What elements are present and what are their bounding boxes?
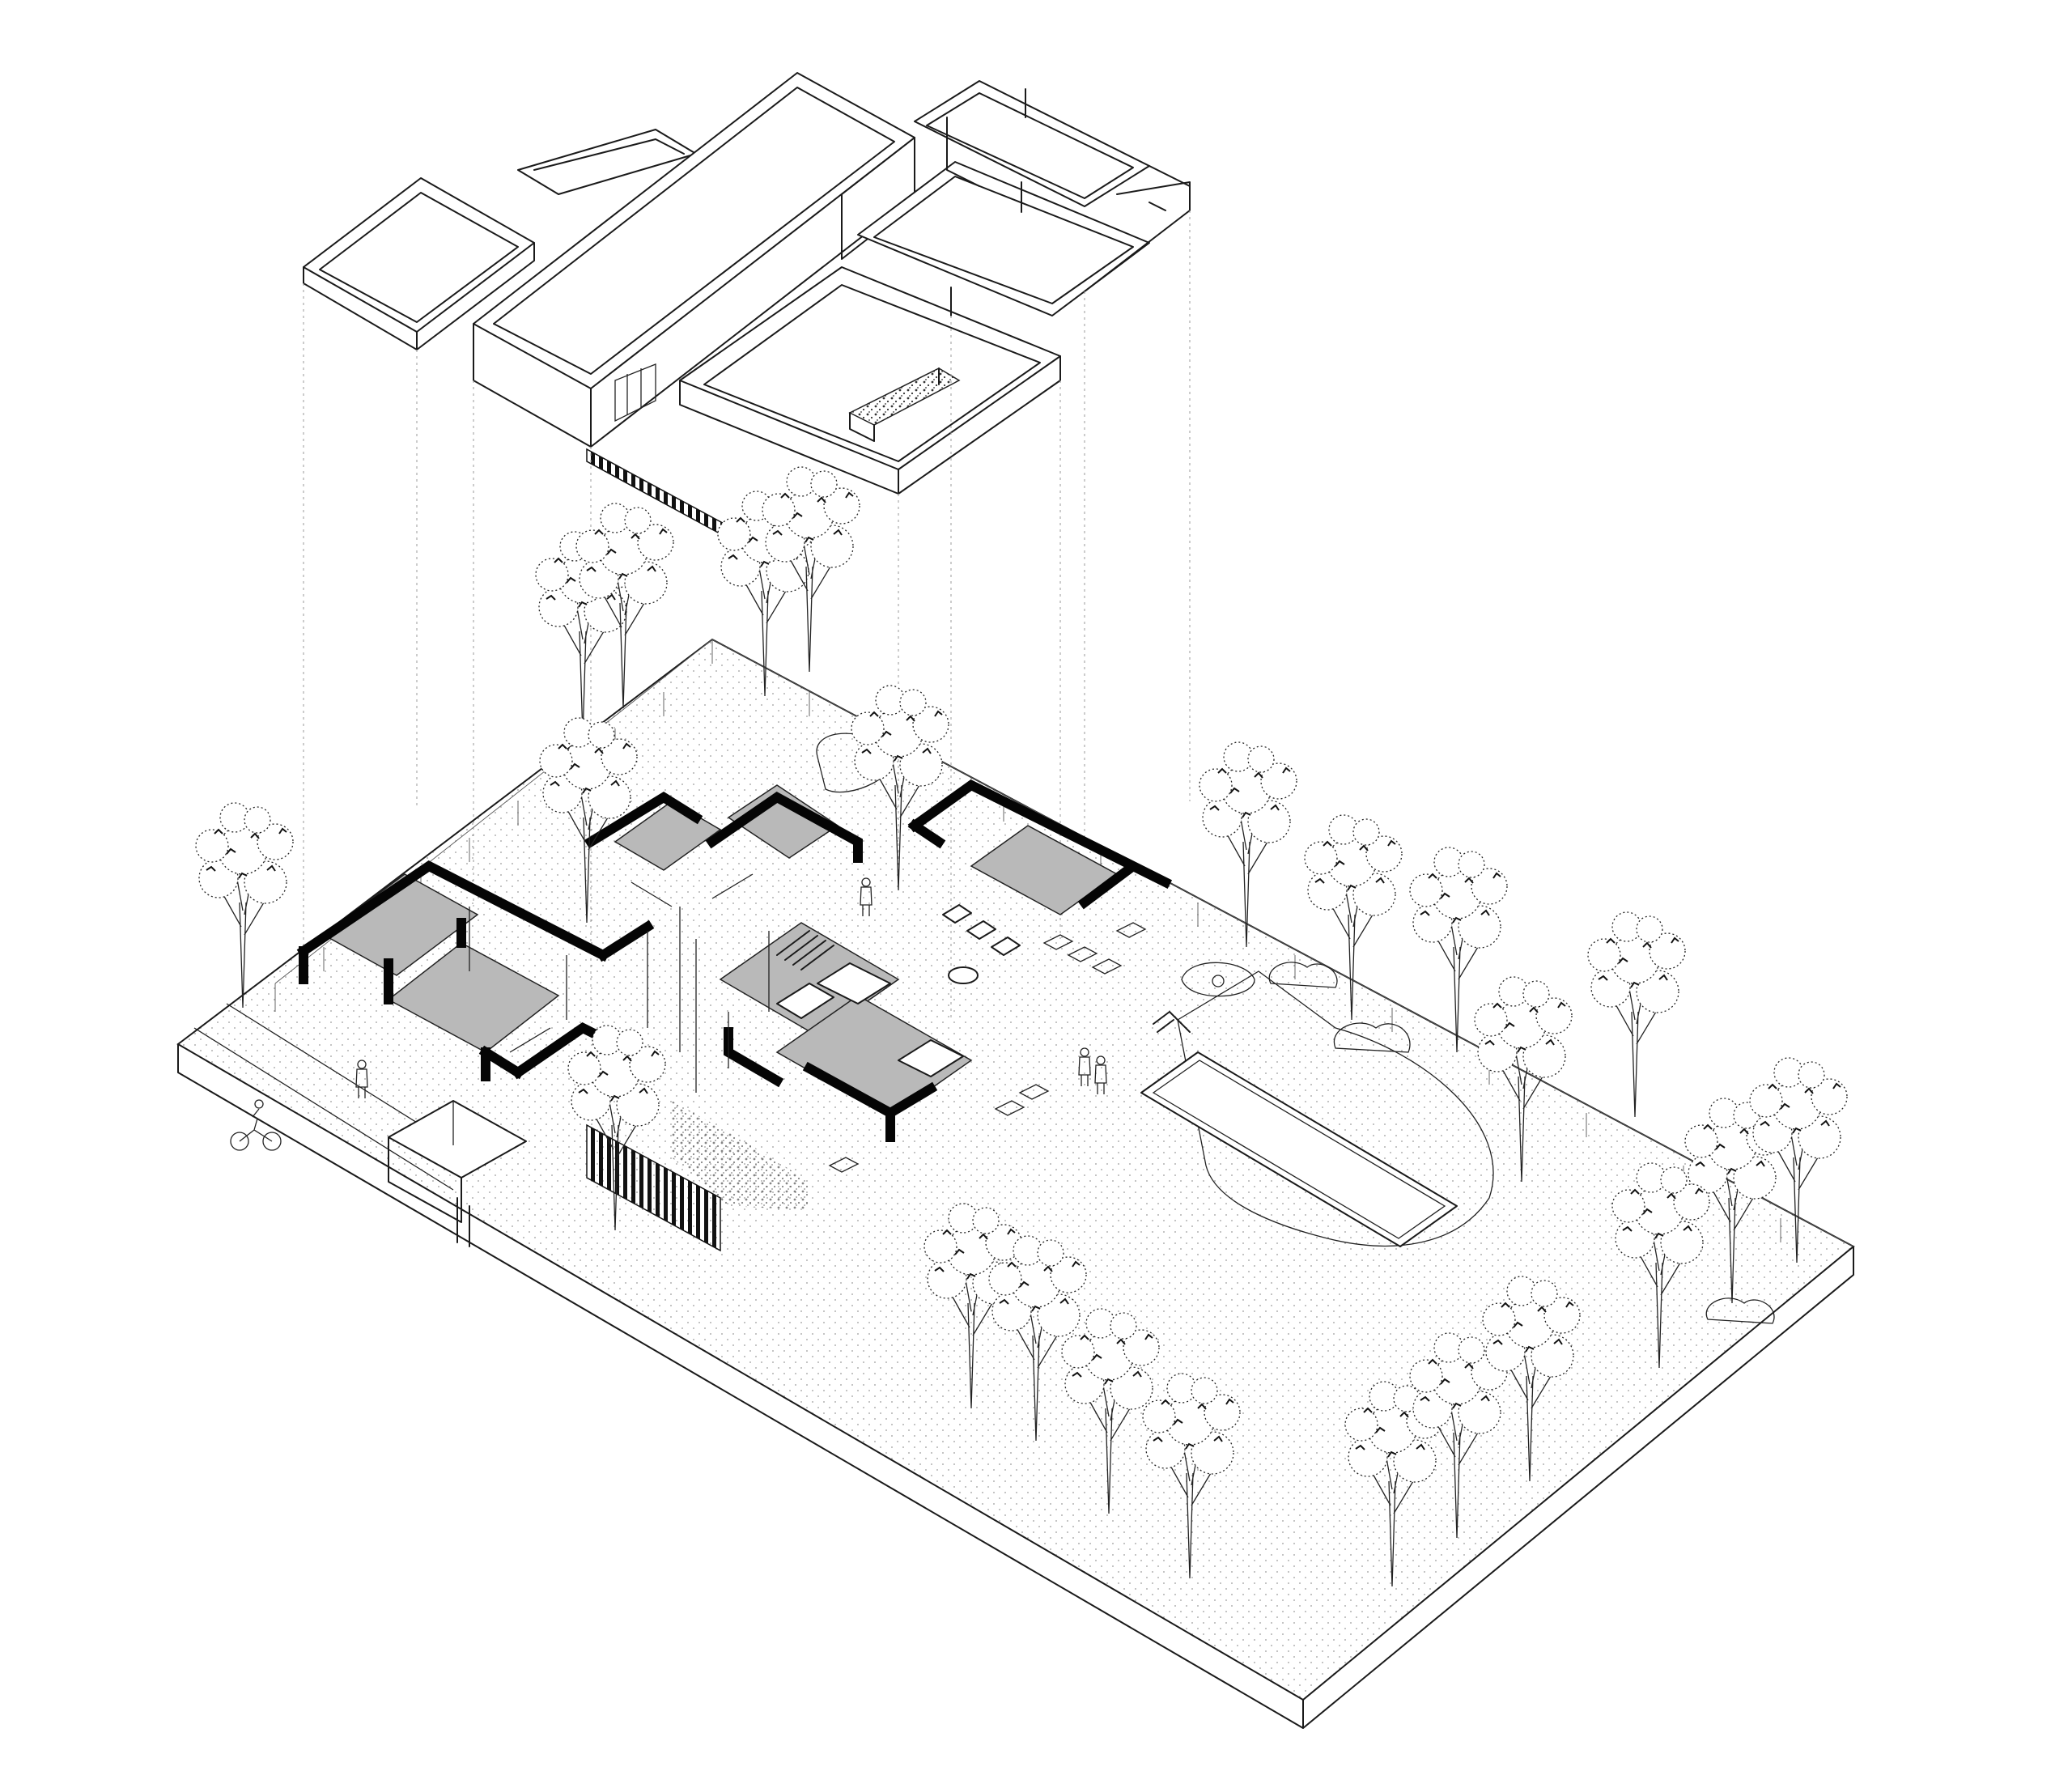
roof-post-east [950, 88, 1026, 316]
pool-ladder [1153, 1011, 1191, 1033]
window-main-north [614, 363, 656, 423]
terrace-table [948, 966, 979, 984]
garden-gravel-bed [672, 1101, 809, 1210]
pool-surround [1177, 970, 1494, 1247]
street-screen-slats [586, 1123, 721, 1252]
interior-partitions [469, 873, 770, 1093]
walls-north-rooms [584, 791, 863, 863]
cyclist [230, 1099, 282, 1151]
floor-living [387, 942, 560, 1053]
paving-stones [828, 922, 1147, 1173]
walls-west-wing [296, 860, 655, 984]
kitchen-island [776, 983, 834, 1019]
site-layer [176, 466, 1855, 1729]
roof-east-terrace [857, 161, 1150, 316]
sofa [898, 1039, 964, 1077]
terrace-chairs [942, 904, 1021, 956]
shrubs-east [1268, 962, 1775, 1324]
swimming-pool [1140, 1051, 1458, 1247]
floor-garage [322, 873, 479, 976]
fire-pit [1181, 962, 1255, 997]
tree-east-5 [1587, 911, 1686, 1118]
roof-layer [303, 72, 1191, 540]
dining-table [817, 962, 891, 1004]
stair [776, 930, 834, 970]
walls-garage [384, 918, 466, 1004]
roof-skylight-gravel [848, 367, 961, 426]
entrance-gate [388, 1100, 527, 1179]
site-edge-south [177, 1043, 1854, 1729]
site-ground [176, 638, 1855, 1701]
walls-pavilion [907, 779, 1173, 910]
